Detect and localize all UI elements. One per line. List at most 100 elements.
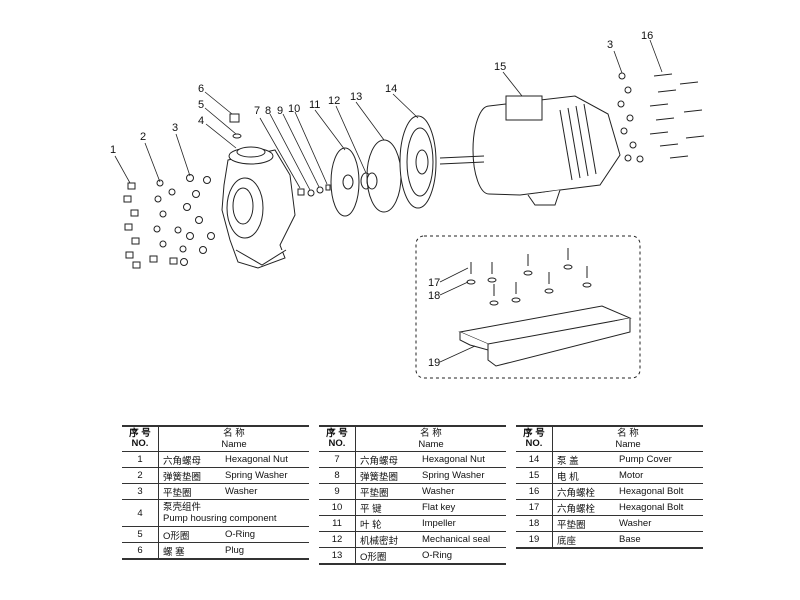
- callout-14: 14: [385, 83, 397, 95]
- part-name-cn: 六角螺栓: [552, 483, 615, 500]
- base-plate: [458, 305, 632, 367]
- hex-bolts-group: [649, 73, 705, 159]
- callout-8: 8: [265, 105, 271, 117]
- part-name-cn: 电 机: [552, 467, 615, 484]
- part-name-cn: 六角螺栓: [552, 499, 615, 516]
- part-name-cn: O形圈: [355, 547, 418, 565]
- part-no: 3: [122, 483, 159, 500]
- name-cn-label: 名 称: [420, 428, 442, 439]
- base-inset-box: [415, 235, 641, 379]
- part-no: 16: [516, 483, 553, 500]
- callout-1: 1: [110, 144, 116, 156]
- part-name-en: Pump Cover: [615, 451, 703, 468]
- no-cn-label: 序 号: [523, 428, 545, 439]
- callout-3: 3: [172, 122, 178, 134]
- washers-group-right: [617, 72, 644, 163]
- impeller: [330, 147, 360, 217]
- callout-18: 18: [428, 290, 440, 302]
- part-name-en: Plug: [221, 542, 309, 560]
- part-no: 12: [319, 531, 356, 548]
- no-cn-label: 序 号: [326, 428, 348, 439]
- part-name-en: Washer: [615, 515, 703, 532]
- callout-15: 15: [494, 61, 506, 73]
- part-name-cn: 泵壳组件: [163, 502, 202, 513]
- part-no: 13: [319, 547, 356, 565]
- part-no: 8: [319, 467, 356, 484]
- part-name-en: Mechanical seal: [418, 531, 506, 548]
- part-name-cn: O形圈: [158, 526, 221, 543]
- part-name-en: Spring Washer: [221, 467, 309, 484]
- part-name-en: Hexagonal Nut: [221, 451, 309, 468]
- part-name-cn: 弹簧垫圈: [355, 467, 418, 484]
- callout-5: 5: [198, 99, 204, 111]
- callout-16: 16: [641, 30, 653, 42]
- no-cn-label: 序 号: [129, 428, 151, 439]
- pump-housing: [221, 146, 296, 269]
- part-name-en: Motor: [615, 467, 703, 484]
- part-no: 6: [122, 542, 159, 560]
- part-no: 14: [516, 451, 553, 468]
- part-no: 17: [516, 499, 553, 516]
- callout-6: 6: [198, 83, 204, 95]
- part-name-en: O-Ring: [221, 526, 309, 543]
- callout-7: 7: [254, 105, 260, 117]
- part-name-cn: 泵 盖: [552, 451, 615, 468]
- leader-lines: [114, 39, 663, 363]
- part-no: 9: [319, 483, 356, 500]
- name-cn-label: 名 称: [617, 428, 639, 439]
- small-fasteners: [297, 184, 331, 197]
- hex-nuts-group: [123, 182, 178, 269]
- part-name-en: Hexagonal Bolt: [615, 483, 703, 500]
- part-no: 11: [319, 515, 356, 532]
- part-no: 18: [516, 515, 553, 532]
- part-name-en: Hexagonal Bolt: [615, 499, 703, 516]
- callout-3-right: 3: [607, 39, 613, 51]
- washers-group: [180, 174, 215, 266]
- part-name-cn: 平垫圈: [552, 515, 615, 532]
- callout-12: 12: [328, 95, 340, 107]
- part-no: 10: [319, 499, 356, 516]
- exploded-view-diagram: 1 2 3 4 5 6 7 8 9 10 11 12 13 14 15 16 3…: [110, 30, 705, 379]
- part-no: 4: [122, 499, 159, 527]
- part-name-en: Pump housring component: [163, 513, 277, 524]
- part-no: 5: [122, 526, 159, 543]
- motor: [439, 95, 621, 206]
- part-no: 1: [122, 451, 159, 468]
- part-name-en: Impeller: [418, 515, 506, 532]
- no-en-label: NO.: [525, 438, 543, 449]
- part-no: 15: [516, 467, 553, 484]
- callout-10: 10: [288, 103, 300, 115]
- name-cn-label: 名 称: [223, 428, 245, 439]
- part-name-en: Hexagonal Nut: [418, 451, 506, 468]
- no-en-label: NO.: [131, 438, 149, 449]
- part-name-cn: 六角螺母: [355, 451, 418, 468]
- pump-cover: [399, 115, 437, 209]
- callout-9: 9: [277, 105, 283, 117]
- part-name-cn: 底座: [552, 531, 615, 549]
- callout-11: 11: [309, 99, 320, 111]
- part-name-en: Base: [615, 531, 703, 549]
- callout-17: 17: [428, 277, 440, 289]
- plug-part: [229, 113, 242, 139]
- spring-washers-group: [153, 179, 187, 253]
